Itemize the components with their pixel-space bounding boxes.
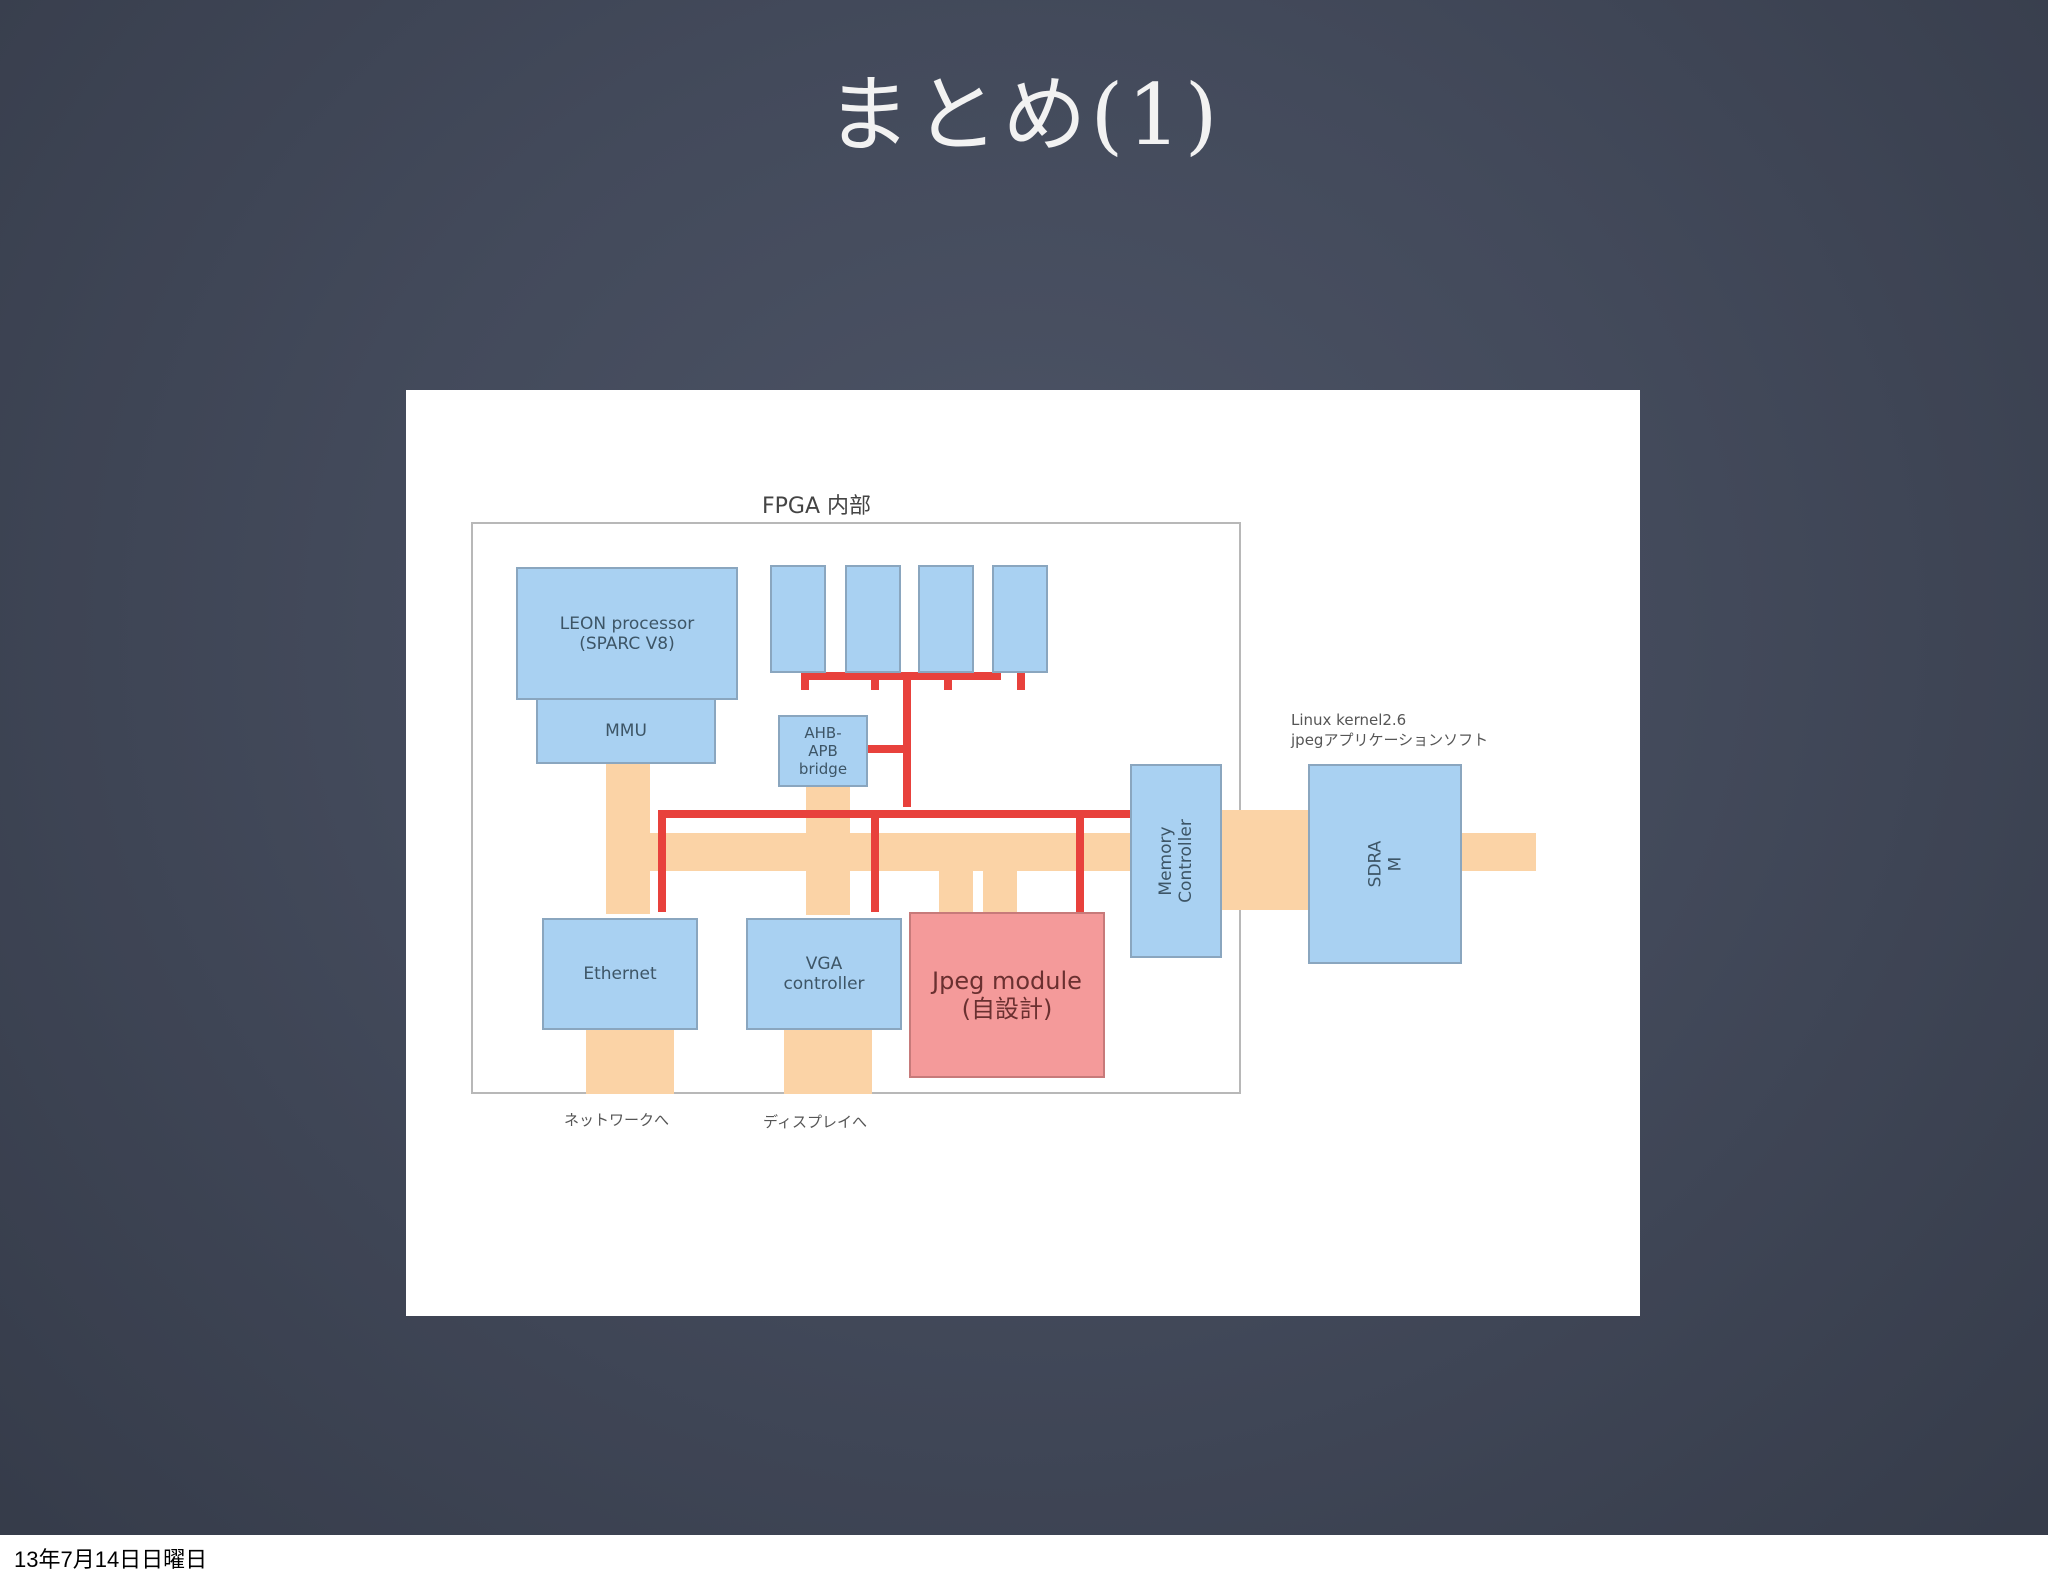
memory-controller-block: Memory Controller: [1130, 764, 1222, 958]
red-bus-main-horizontal: [658, 810, 1140, 818]
footer-bar: 13年7月14日日曜日: [0, 1535, 2048, 1576]
sdram-block: SDRA M: [1308, 764, 1462, 964]
display-label: ディスプレイへ: [763, 1113, 867, 1131]
orange-bus-jpeg-stub-2: [983, 860, 1017, 916]
red-bus-bridge-link: [866, 745, 911, 753]
orange-bus-ahb-vertical: [806, 775, 850, 915]
red-bus-stub-4: [1017, 670, 1025, 690]
sdram-label: SDRA M: [1364, 840, 1405, 888]
linux-kernel-note: Linux kernel2.6 jpegアプリケーションソフト: [1291, 711, 1489, 749]
fpga-label: FPGA 内部: [762, 494, 872, 519]
red-bus-stub-3: [944, 670, 952, 690]
red-bus-stub-2: [871, 670, 879, 690]
peripheral-block-3: [918, 565, 974, 673]
ethernet-block: Ethernet: [542, 918, 698, 1030]
red-bus-stub-1: [801, 670, 809, 690]
slide-title: まとめ(1): [826, 66, 1222, 164]
red-bus-jpeg-drop: [1076, 810, 1084, 912]
peripheral-block-4: [992, 565, 1048, 673]
mmu-block: MMU: [536, 698, 716, 764]
red-bus-ethernet-drop: [658, 810, 666, 912]
orange-bus-vga-out: [784, 1030, 872, 1094]
jpeg-module-block: Jpeg module (自設計): [909, 912, 1105, 1078]
peripheral-block-1: [770, 565, 826, 673]
red-bus-peripherals-horizontal: [801, 672, 1001, 680]
leon-processor-block: LEON processor (SPARC V8): [516, 567, 738, 700]
vga-controller-block: VGA controller: [746, 918, 902, 1030]
orange-bus-memory-sdram: [1221, 810, 1321, 910]
orange-bus-ethernet-out: [586, 1030, 674, 1094]
block-diagram: FPGA 内部 LEON processor (SPARC V8) MMU AH…: [406, 390, 1640, 1316]
orange-bus-jpeg-stub-1: [939, 860, 973, 916]
ahb-apb-bridge-block: AHB- APB bridge: [778, 715, 868, 787]
peripheral-block-2: [845, 565, 901, 673]
red-bus-trunk: [903, 672, 911, 807]
network-label: ネットワークへ: [564, 1111, 670, 1129]
memory-controller-label: Memory Controller: [1156, 819, 1196, 903]
footer-date: 13年7月14日日曜日: [14, 1547, 208, 1572]
red-bus-vga-drop: [871, 810, 879, 912]
